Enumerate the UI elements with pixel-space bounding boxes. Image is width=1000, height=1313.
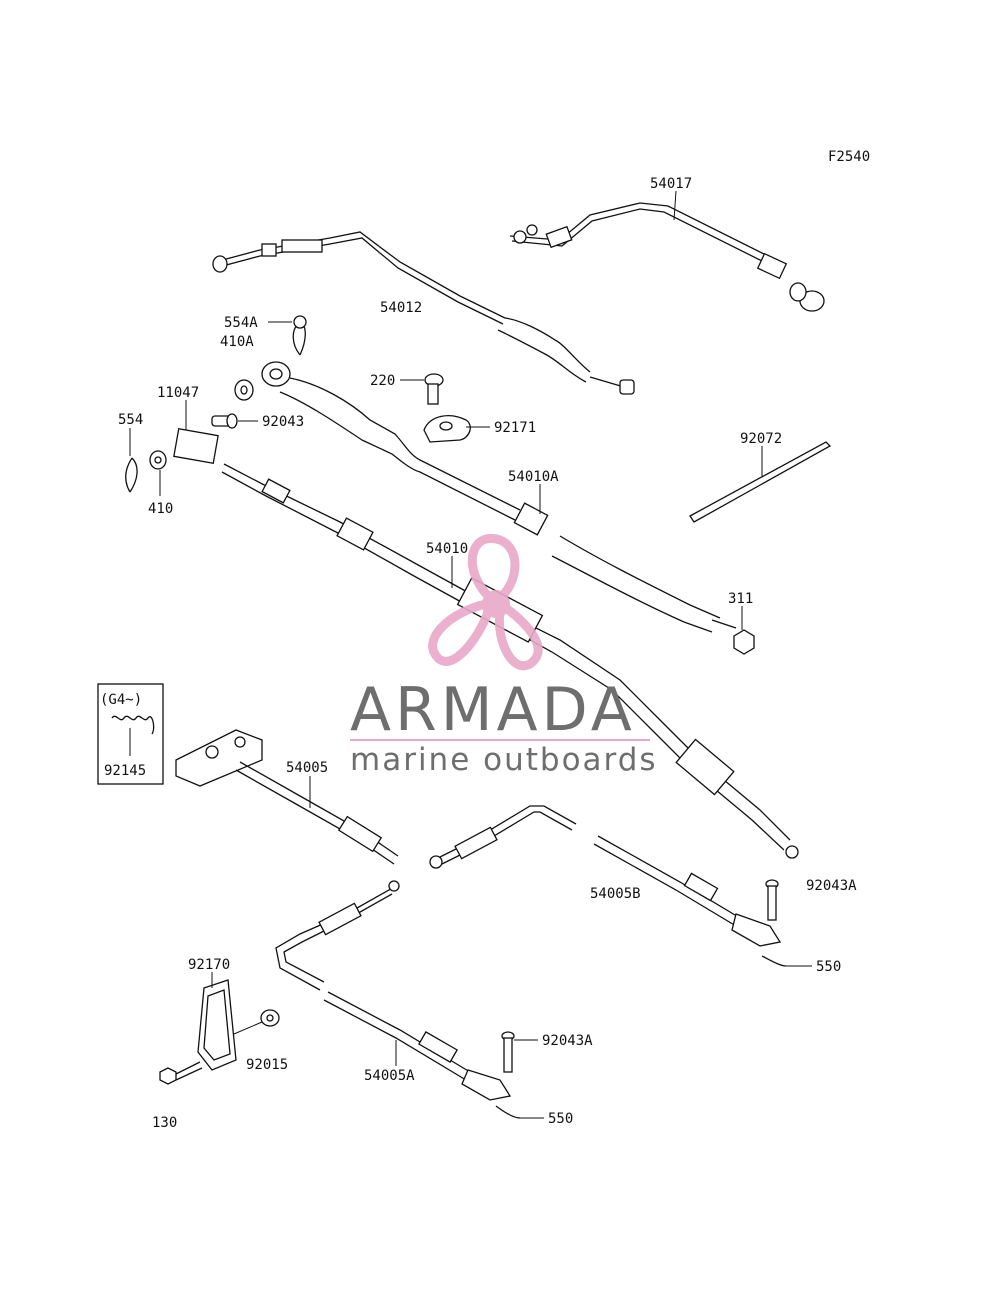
- cable-54005b: [429, 805, 782, 947]
- pin-92043a-bottom: [501, 1031, 515, 1073]
- collar-92015: [260, 1009, 280, 1027]
- label-92171: 92171: [494, 420, 536, 436]
- bracket-11047: [173, 427, 219, 465]
- label-54005: 54005: [286, 760, 328, 776]
- bolt-220: [424, 373, 444, 405]
- label-92170: 92170: [188, 957, 230, 973]
- label-54012: 54012: [380, 300, 422, 316]
- label-410a: 410A: [220, 334, 254, 350]
- label-410: 410: [148, 501, 173, 517]
- clip-554a: [292, 315, 307, 356]
- bolt-130: [159, 1061, 203, 1085]
- label-54010a: 54010A: [508, 469, 559, 485]
- label-g4: (G4~): [100, 692, 142, 708]
- clip-550-bottom: [495, 1105, 521, 1119]
- label-550-right: 550: [816, 959, 841, 975]
- label-11047: 11047: [157, 385, 199, 401]
- label-554a: 554A: [224, 315, 258, 331]
- nut-311: [733, 629, 755, 655]
- cable-54005a: [275, 880, 512, 1101]
- clamp-92171: [423, 415, 471, 443]
- washer: [234, 379, 254, 401]
- clip-550-right: [761, 955, 787, 967]
- spring-92145: [111, 715, 155, 735]
- label-554: 554: [118, 412, 143, 428]
- label-54005b: 54005B: [590, 886, 641, 902]
- bracket-92170: [197, 979, 237, 1071]
- tie-band-92072: [689, 441, 832, 523]
- propeller-logo-icon: [428, 533, 543, 671]
- label-54005a: 54005A: [364, 1068, 415, 1084]
- label-92015: 92015: [246, 1057, 288, 1073]
- label-54010: 54010: [426, 541, 468, 557]
- pin-92043a-right: [765, 879, 779, 921]
- watermark-tagline: marine outboards: [350, 742, 658, 778]
- cable-54010a: [261, 361, 737, 633]
- watermark: ARMADA marine outboards: [350, 533, 658, 778]
- label-54017: 54017: [650, 176, 692, 192]
- figure-code: F2540: [828, 149, 870, 165]
- label-220: 220: [370, 373, 395, 389]
- watermark-brand: ARMADA: [350, 675, 636, 745]
- label-92145: 92145: [104, 763, 146, 779]
- label-550-bottom: 550: [548, 1111, 573, 1127]
- label-92072: 92072: [740, 431, 782, 447]
- pin-92043: [211, 413, 238, 429]
- clip-554: [125, 457, 138, 493]
- washer-410: [149, 450, 167, 470]
- label-92043a-bottom: 92043A: [542, 1033, 593, 1049]
- cable-54012: [212, 231, 635, 395]
- cable-54017: [509, 202, 825, 312]
- label-92043: 92043: [262, 414, 304, 430]
- variant-box: [97, 683, 164, 785]
- label-311: 311: [728, 591, 753, 607]
- label-92043a-right: 92043A: [806, 878, 857, 894]
- cable-54005: [175, 729, 399, 865]
- label-130: 130: [152, 1115, 177, 1131]
